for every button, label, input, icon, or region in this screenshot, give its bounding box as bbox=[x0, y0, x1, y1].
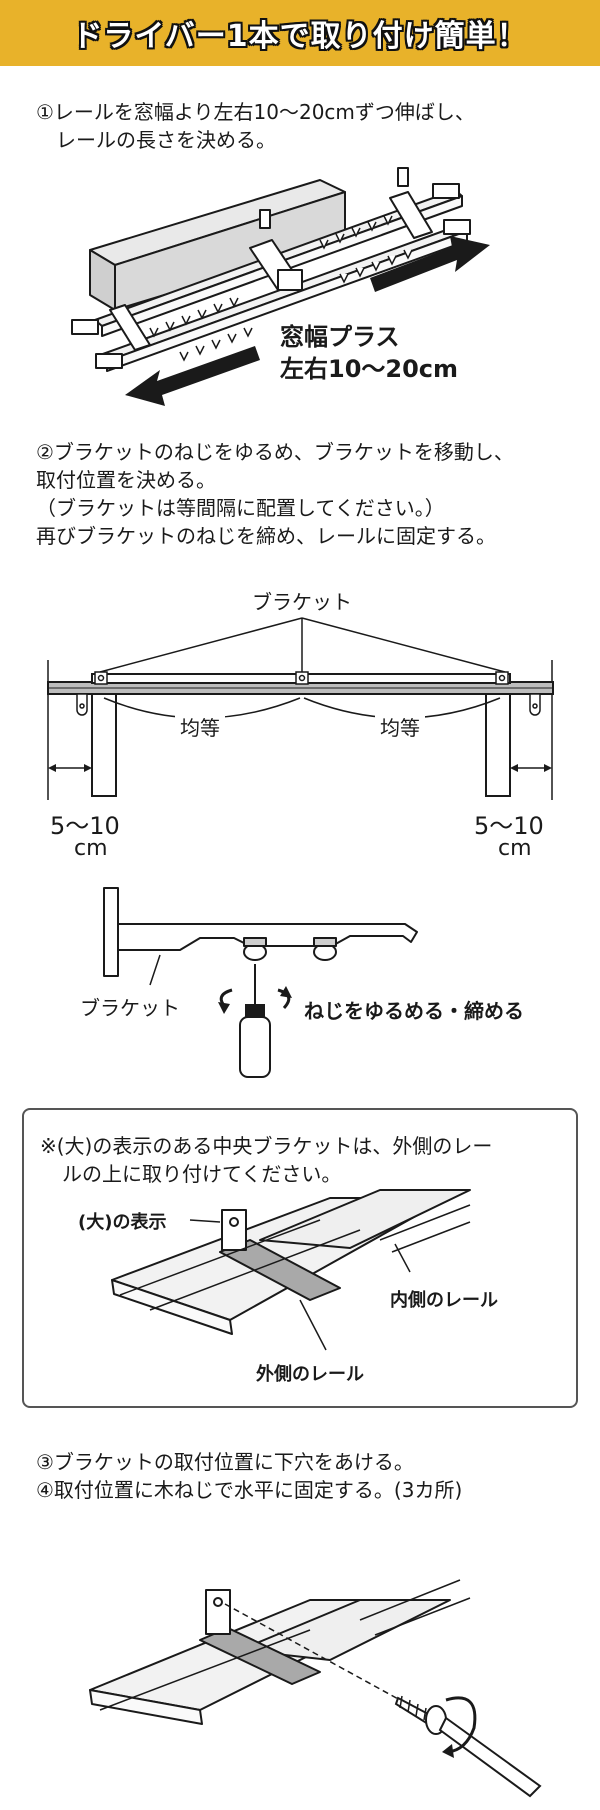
bracket-side-label: ブラケット bbox=[80, 996, 180, 1020]
outer-rail-label: 外側のレール bbox=[256, 1364, 364, 1385]
header-banner: ドライバー1本で取り付け簡単！ bbox=[0, 0, 600, 66]
margin-right-unit: cm bbox=[498, 836, 532, 861]
margin-left-unit: cm bbox=[74, 836, 108, 861]
screw-adjust-label: ねじをゆるめる・締める bbox=[304, 999, 524, 1023]
bracket-spacing-label: ブラケット bbox=[252, 590, 352, 614]
equal-spacing-left: 均等 bbox=[180, 716, 220, 740]
center-bracket-note bbox=[22, 1108, 578, 1408]
margin-left-value: 5～10 bbox=[50, 812, 120, 840]
step4-line1: ④取付位置に木ねじで水平に固定する。(3カ所) bbox=[36, 1478, 463, 1502]
note-line2: ルの上に取り付けてください。 bbox=[62, 1162, 342, 1186]
header-title: ドライバー1本で取り付け簡単！ bbox=[72, 19, 528, 54]
step2-line2: 取付位置を決める。 bbox=[36, 468, 216, 492]
step2-line3: （ブラケットは等間隔に配置してください。） bbox=[36, 496, 445, 520]
rail-extension-illustration bbox=[71, 167, 490, 406]
step2-line4: 再びブラケットのねじを締め、レールに固定する。 bbox=[36, 524, 496, 548]
step1-line2: レールの長さを決める。 bbox=[56, 128, 276, 152]
bracket-screw-diagram bbox=[103, 887, 418, 1078]
note-line1: ※(大)の表示のある中央ブラケットは、外側のレー bbox=[40, 1134, 493, 1158]
step3-line1: ③ブラケットの取付位置に下穴をあける。 bbox=[36, 1450, 414, 1474]
step2-line1: ②ブラケットのねじをゆるめ、ブラケットを移動し、 bbox=[36, 440, 514, 464]
equal-spacing-right: 均等 bbox=[380, 716, 420, 740]
screw-fixing-illustration bbox=[89, 1579, 542, 1798]
bracket-spacing-diagram bbox=[47, 617, 554, 800]
inner-rail-label: 内側のレール bbox=[390, 1290, 498, 1311]
step1-line1: ①レールを窓幅より左右10～20cmずつ伸ばし、 bbox=[36, 100, 475, 124]
extension-callout-line1: 窓幅プラス bbox=[280, 323, 400, 351]
margin-right-value: 5～10 bbox=[474, 812, 544, 840]
center-bracket-illustration bbox=[111, 1189, 471, 1351]
large-mark-label: (大)の表示 bbox=[78, 1212, 167, 1233]
extension-callout-line2: 左右10～20cm bbox=[280, 355, 459, 383]
